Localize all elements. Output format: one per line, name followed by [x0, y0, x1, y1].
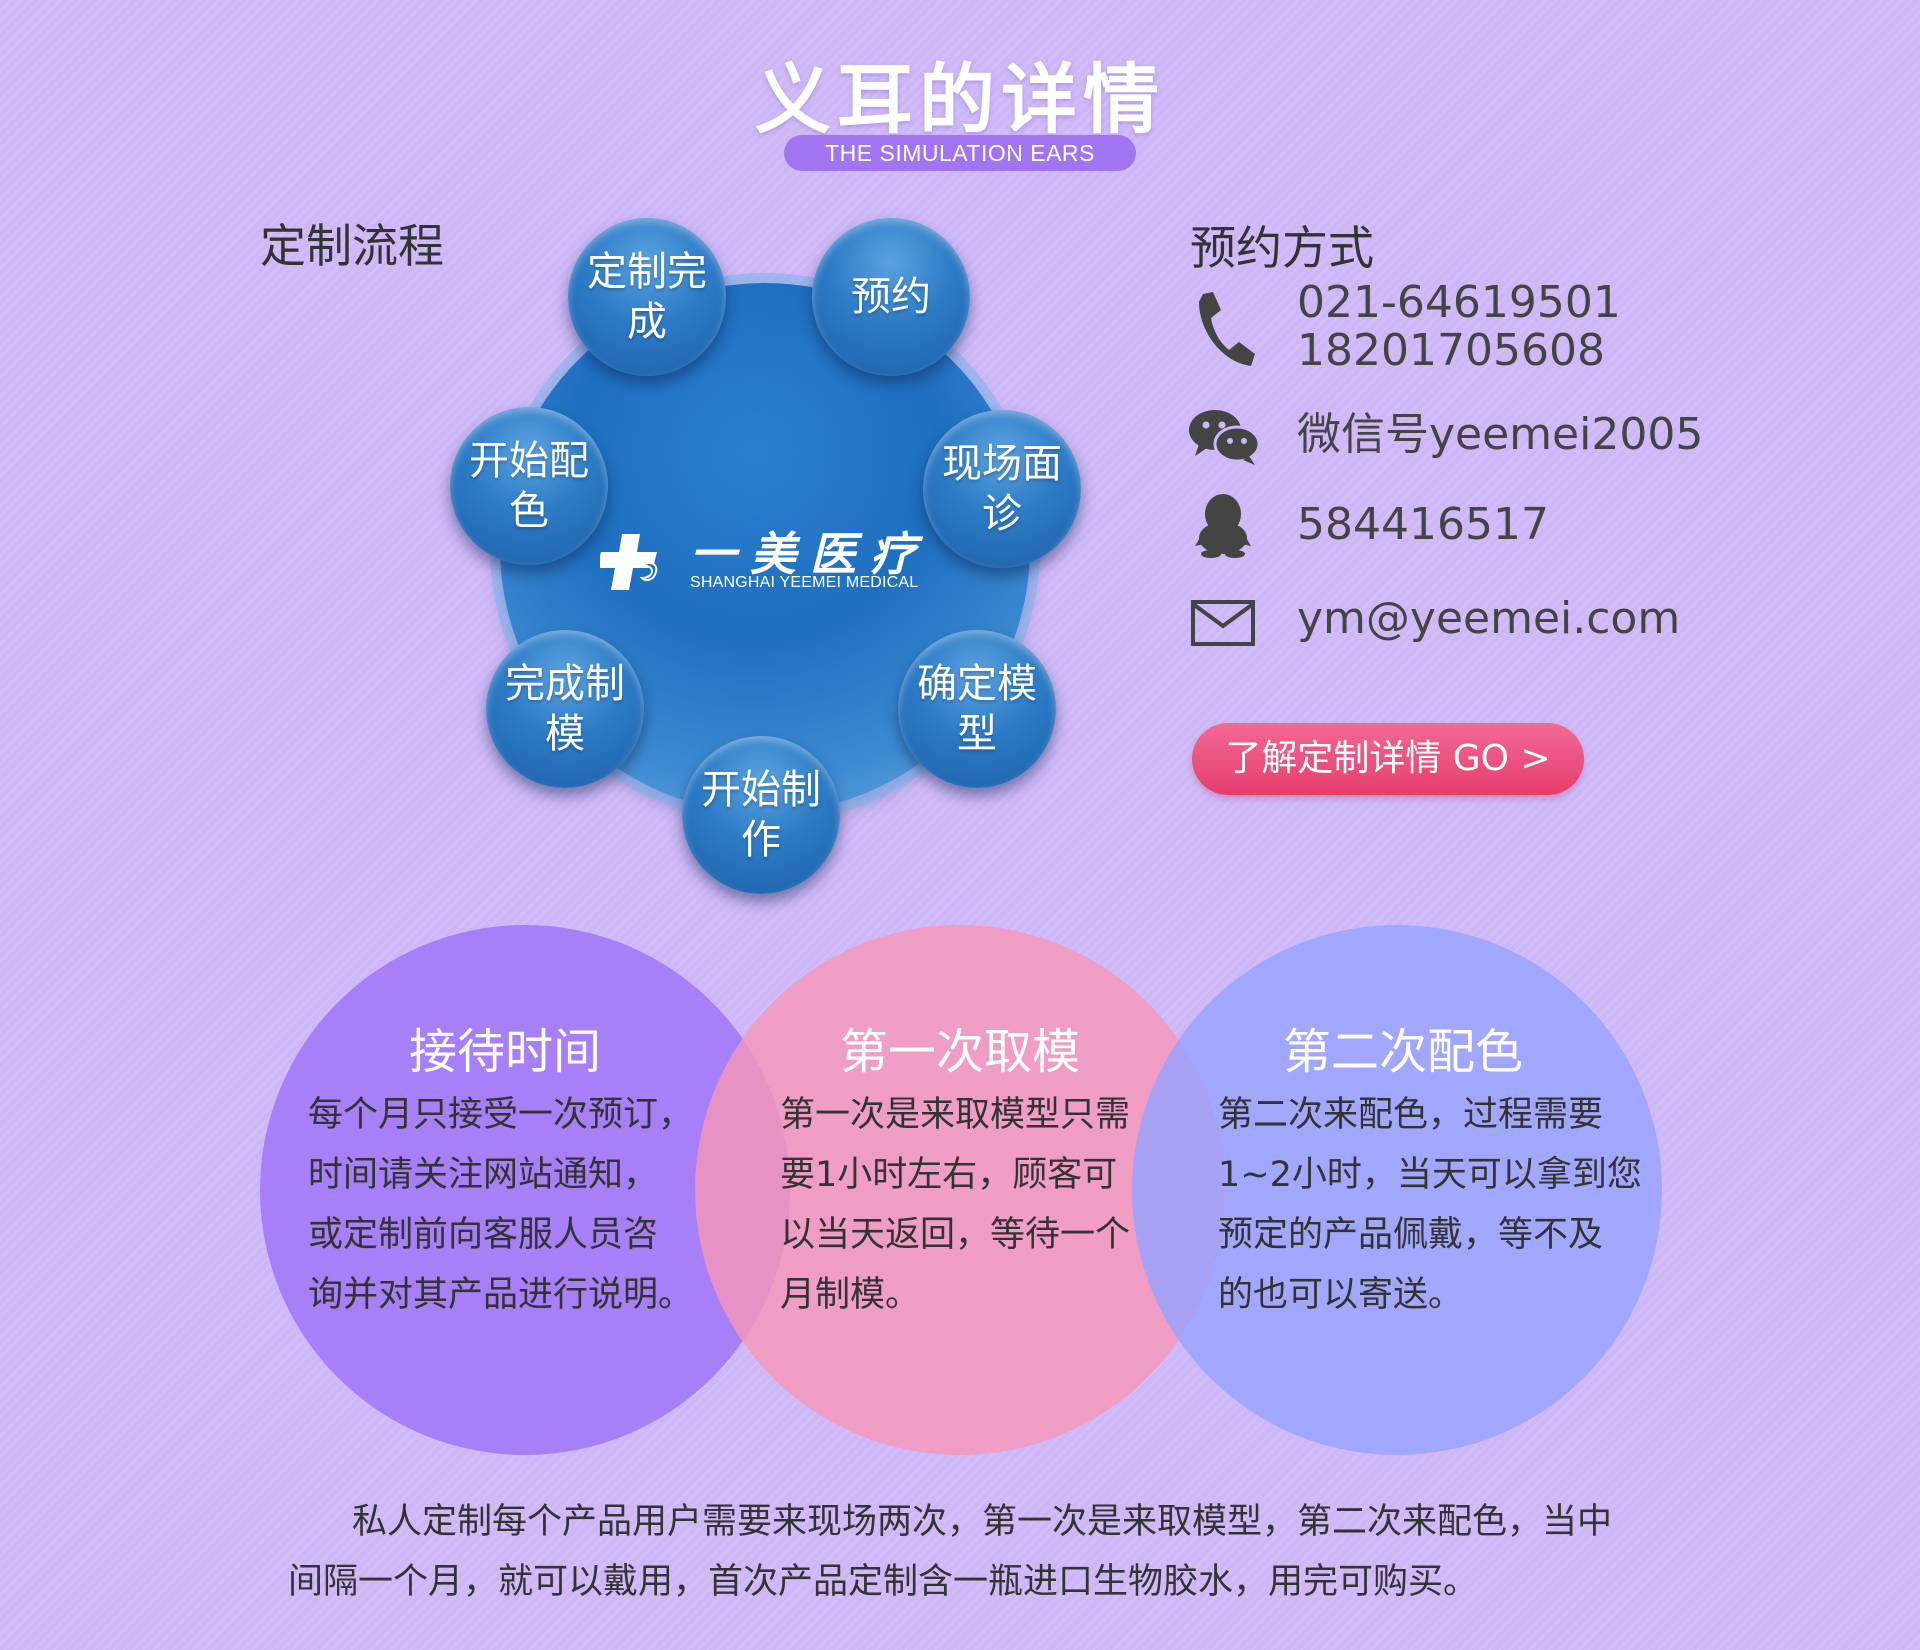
- text-line: 预定的产品佩戴，等不及: [1218, 1215, 1604, 1255]
- page-title: 义耳的详情: [755, 55, 1165, 144]
- email-address[interactable]: ym@yeemei.com: [1297, 593, 1681, 644]
- step-label: 定制完成: [587, 249, 707, 345]
- logo-chinese-name: 一美医疗: [690, 527, 930, 581]
- step-label: 确定模型: [917, 661, 1037, 757]
- step-label: 开始制作: [701, 767, 821, 863]
- phone-number-landline[interactable]: 021-64619501: [1297, 277, 1621, 328]
- contact-email-row: ym@yeemei.com: [1185, 590, 1745, 650]
- text-line: 第二次来配色，过程需要: [1218, 1095, 1604, 1135]
- venn-title-second-visit: 第二次配色: [1282, 1024, 1523, 1080]
- process-section-title: 定制流程: [260, 219, 444, 273]
- step-label: 现场面诊: [942, 441, 1062, 537]
- venn-title-reception: 接待时间: [408, 1024, 601, 1080]
- text-line: 要1小时左右，顾客可: [780, 1155, 1118, 1195]
- contact-wechat-row: 微信号yeemei2005: [1185, 408, 1745, 468]
- phone-number-mobile[interactable]: 18201705608: [1297, 325, 1605, 376]
- contact-qq-row: 584416517: [1185, 492, 1745, 562]
- contact-section-title: 预约方式: [1190, 221, 1374, 275]
- logo-english-name: SHANGHAI YEEMEI MEDICAL: [690, 574, 919, 591]
- text-line: 询并对其产品进行说明。: [308, 1275, 694, 1315]
- text-line: 第一次是来取模型只需: [780, 1095, 1131, 1135]
- step-confirm-model: 确定模型: [898, 630, 1056, 788]
- venn-title-first-visit: 第一次取模: [839, 1024, 1080, 1080]
- mail-icon: [1191, 600, 1255, 646]
- text-line: 时间请关注网站通知，: [308, 1155, 659, 1195]
- venn-text-second-visit: 第二次来配色，过程需要 1~2小时，当天可以拿到您 预定的产品佩戴，等不及 的也…: [1218, 1085, 1642, 1325]
- step-label: 完成制模: [505, 661, 625, 757]
- text-line: 每个月只接受一次预订，: [308, 1095, 694, 1135]
- text-line: 以当天返回，等待一个: [780, 1215, 1131, 1255]
- phone-icon: [1199, 292, 1255, 366]
- medical-cross-logo-icon: [600, 534, 658, 590]
- step-label: 预约: [851, 274, 931, 320]
- footer-note-line-1: 私人定制每个产品用户需要来现场两次，第一次是来取模型，第二次来配色，当中: [352, 1502, 1613, 1542]
- qq-number[interactable]: 584416517: [1297, 499, 1549, 550]
- venn-text-reception: 每个月只接受一次预订， 时间请关注网站通知， 或定制前向客服人员咨 询并对其产品…: [308, 1085, 693, 1325]
- text-line: 的也可以寄送。: [1218, 1275, 1464, 1315]
- step-start-production: 开始制作: [682, 736, 840, 894]
- company-logo: 一美医疗 SHANGHAI YEEMEI MEDICAL: [600, 518, 940, 598]
- venn-text-first-visit: 第一次是来取模型只需 要1小时左右，顾客可 以当天返回，等待一个 月制模。: [780, 1085, 1130, 1325]
- learn-more-go-button[interactable]: 了解定制详情 GO >: [1192, 723, 1584, 795]
- contact-phone-row: 021-64619501 18201705608: [1185, 278, 1745, 388]
- step-label: 开始配色: [469, 438, 589, 534]
- text-line: 1~2小时，当天可以拿到您: [1218, 1155, 1642, 1195]
- wechat-icon: [1189, 410, 1261, 465]
- venn-circle-second-visit: [1132, 925, 1662, 1455]
- step-onsite-consultation: 现场面诊: [923, 410, 1081, 568]
- footer-note-line-2: 间隔一个月，就可以戴用，首次产品定制含一瓶进口生物胶水，用完可购买。: [288, 1562, 1479, 1602]
- step-finish-mold: 完成制模: [486, 630, 644, 788]
- text-line: 或定制前向客服人员咨: [308, 1215, 659, 1255]
- step-start-coloring: 开始配色: [450, 407, 608, 565]
- step-reservation: 预约: [812, 218, 970, 376]
- text-line: 月制模。: [780, 1275, 921, 1315]
- qq-icon: [1195, 494, 1251, 558]
- page-subtitle-badge: THE SIMULATION EARS: [784, 135, 1136, 171]
- step-customization-complete: 定制完成: [568, 218, 726, 376]
- wechat-id[interactable]: 微信号yeemei2005: [1297, 409, 1704, 460]
